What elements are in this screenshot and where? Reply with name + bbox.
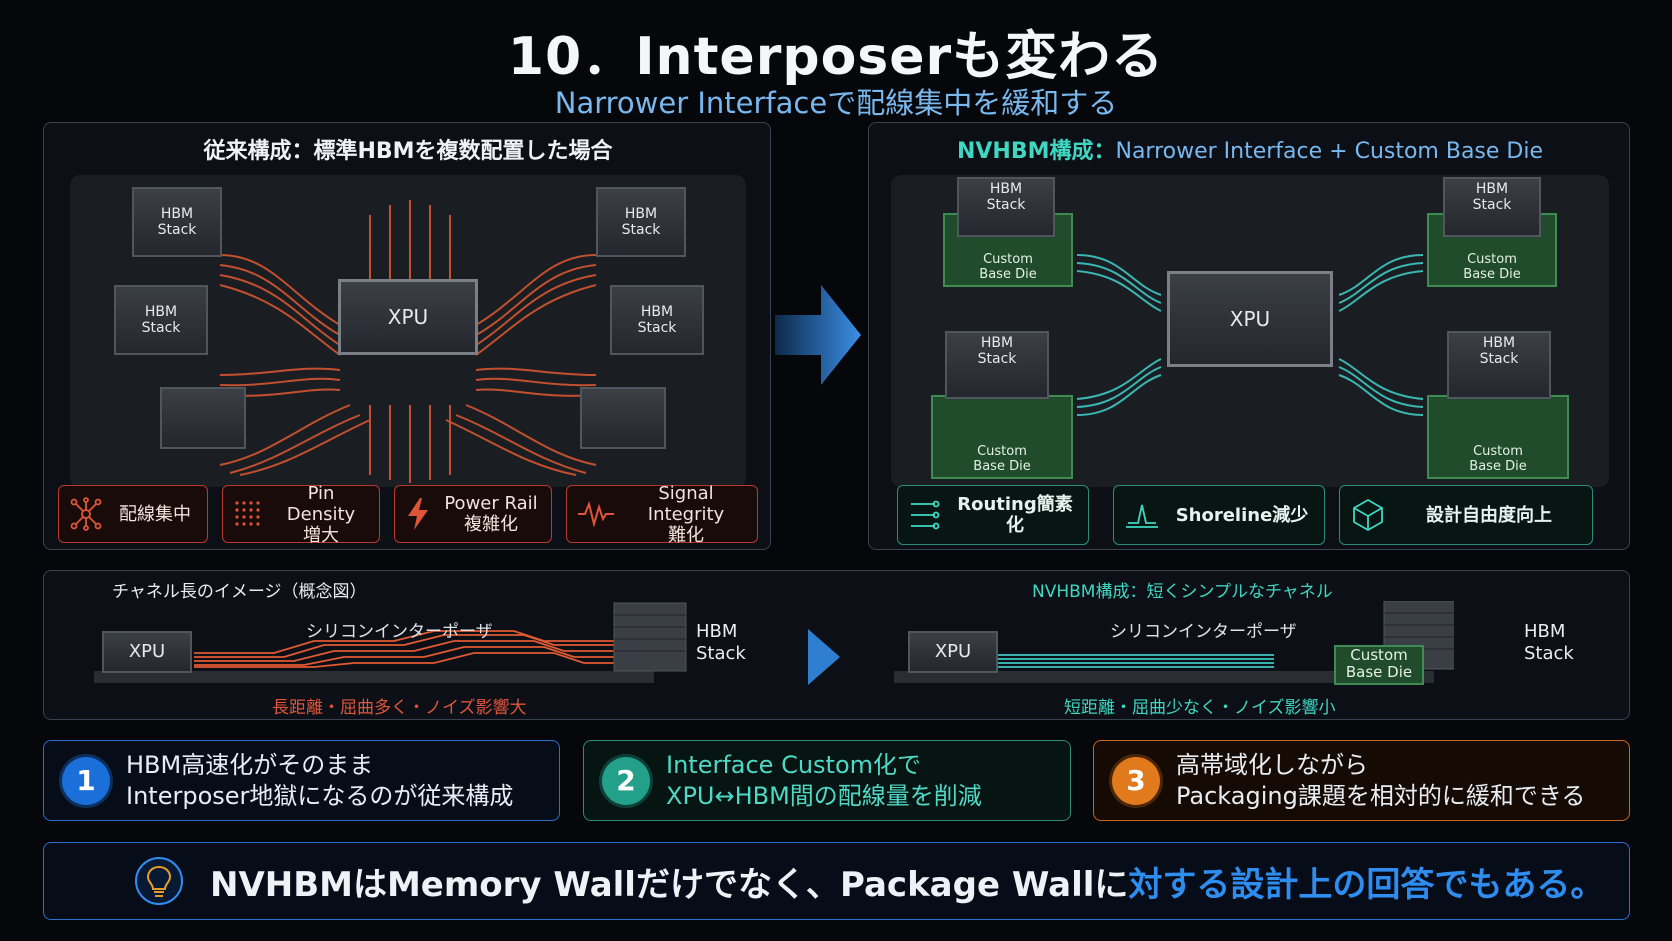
number-badge-1: 1 (62, 756, 110, 805)
hbm-stack-mid-left: HBM Stack (114, 285, 208, 355)
hbm-stack-top-right: HBM Stack (1443, 177, 1541, 237)
conventional-panel-title: 従来構成：標準HBMを複数配置した場合 (203, 139, 613, 164)
title-prefix: NVHBM構成： (956, 139, 1116, 164)
xpu-chip-right: XPU (908, 631, 998, 673)
card-text: 高帯域化しながら Packaging課題を相対的に緩和できる (1176, 750, 1586, 810)
cube-icon (1353, 498, 1383, 532)
badge-routing-congestion: 配線集中 (58, 485, 208, 543)
routing-icon (911, 500, 940, 530)
conventional-panel: 従来構成：標準HBMを複数配置した場合 HBM Stack HBM Stack … (43, 122, 771, 550)
badge-label: Shoreline減少 (1175, 504, 1309, 526)
badge-design-freedom: 設計自由度向上 (1339, 485, 1593, 545)
badge-signal-integrity: Signal Integrity 難化 (566, 482, 758, 546)
channel-left-title: チャネル長のイメージ（概念図） (112, 582, 367, 602)
conclusion-text-white: NVHBMはMemory Wallだけでなく、Package Wallに (210, 864, 1129, 905)
conclusion-text-blue: 対する設計上の回答でもある。 (1128, 864, 1605, 905)
interposer-label-left: シリコンインターポーザ (306, 622, 493, 642)
channel-right-title: NVHBM構成：短くシンプルなチャネル (1032, 582, 1333, 602)
point-card-3: 3 高帯域化しながら Packaging課題を相対的に緩和できる (1093, 740, 1630, 821)
conclusion-text: NVHBMはMemory Wallだけでなく、Package Wallに対する設… (210, 857, 1604, 906)
lightning-icon (408, 498, 428, 530)
custom-base-die-bottom-right: Custom Base Die (1427, 395, 1569, 479)
badge-shoreline: Shoreline減少 (1113, 485, 1325, 545)
right-caption: 短距離・屈曲少なく・ノイズ影響小 (1064, 698, 1336, 718)
number-badge-2: 2 (602, 756, 650, 805)
page-title: 10．Interposerも変わる (507, 27, 1165, 87)
hbm-stack-bottom-left: HBM Stack (945, 331, 1049, 399)
shoreline-icon (1126, 504, 1158, 528)
nvhbm-panel: NVHBM構成：Narrower Interface + Custom Base… (868, 122, 1630, 550)
channel-arrow (808, 629, 840, 685)
card-text: HBM高速化がそのまま Interposer地獄になるのが従来構成 (126, 750, 514, 810)
channel-panel: チャネル長のイメージ（概念図） NVHBM構成：短くシンプルなチャネル XPU … (43, 570, 1630, 720)
badge-power-rail: Power Rail 複雑化 (394, 485, 552, 543)
hbm-stack-bottom-right (580, 387, 666, 449)
xpu-chip: XPU (1167, 271, 1333, 367)
badge-label: Routing簡素化 (957, 494, 1073, 536)
left-caption: 長距離・屈曲多く・ノイズ影響大 (272, 698, 527, 718)
badge-label: 配線集中 (119, 503, 191, 525)
nvhbm-board: Custom Base Die HBM Stack Custom Base Di… (891, 175, 1609, 487)
conventional-board: HBM Stack HBM Stack HBM Stack HBM Stack … (70, 175, 746, 487)
nvhbm-panel-title: NVHBM構成：Narrower Interface + Custom Base… (869, 133, 1631, 165)
lightbulb-icon (135, 857, 183, 905)
dot-grid-icon (235, 501, 260, 526)
interposer-label-right: シリコンインターポーザ (1110, 622, 1297, 642)
point-card-1: 1 HBM高速化がそのまま Interposer地獄になるのが従来構成 (43, 740, 560, 821)
xpu-chip: XPU (338, 279, 478, 355)
waveform-icon (578, 501, 614, 527)
left-channel-diagram (94, 602, 687, 683)
page-subtitle: Narrower Interfaceで配線集中を緩和する (554, 86, 1118, 120)
title-suffix: Narrower Interface + Custom Base Die (1115, 139, 1544, 164)
teal-trace-layer (1076, 254, 1424, 416)
hbm-label-left: HBM Stack (696, 621, 746, 664)
hbm-stack-top-left: HBM Stack (132, 187, 222, 257)
custom-base-die-bottom-left: Custom Base Die (931, 395, 1073, 479)
card-text: Interface Custom化で XPU↔HBM間の配線量を削減 (666, 750, 982, 810)
badge-routing: Routing簡素化 (897, 485, 1089, 545)
hbm-stack-top-right: HBM Stack (596, 187, 686, 257)
hbm-label-right: HBM Stack (1524, 621, 1574, 664)
hbm-stack-bottom-right: HBM Stack (1447, 331, 1551, 399)
network-icon (70, 497, 102, 531)
xpu-chip-left: XPU (102, 631, 192, 673)
badge-label: Power Rail 複雑化 (444, 493, 538, 535)
transition-arrow (775, 285, 861, 385)
badge-label: Pin Density 増大 (286, 482, 356, 546)
hbm-stack-bottom-left (160, 387, 246, 449)
badge-label: Signal Integrity 難化 (647, 482, 725, 546)
conclusion-banner: NVHBMはMemory Wallだけでなく、Package Wallに対する設… (43, 842, 1630, 920)
number-badge-3: 3 (1112, 756, 1160, 805)
custom-base-die-channel: Custom Base Die (1334, 645, 1424, 685)
right-channel-diagram (894, 601, 1454, 683)
red-trace-layer (219, 200, 597, 483)
badge-pin-density: Pin Density 増大 (222, 482, 380, 546)
badge-label: 設計自由度向上 (1426, 504, 1552, 526)
point-card-2: 2 Interface Custom化で XPU↔HBM間の配線量を削減 (583, 740, 1071, 821)
hbm-stack-mid-right: HBM Stack (610, 285, 704, 355)
hbm-stack-top-left: HBM Stack (957, 177, 1055, 237)
